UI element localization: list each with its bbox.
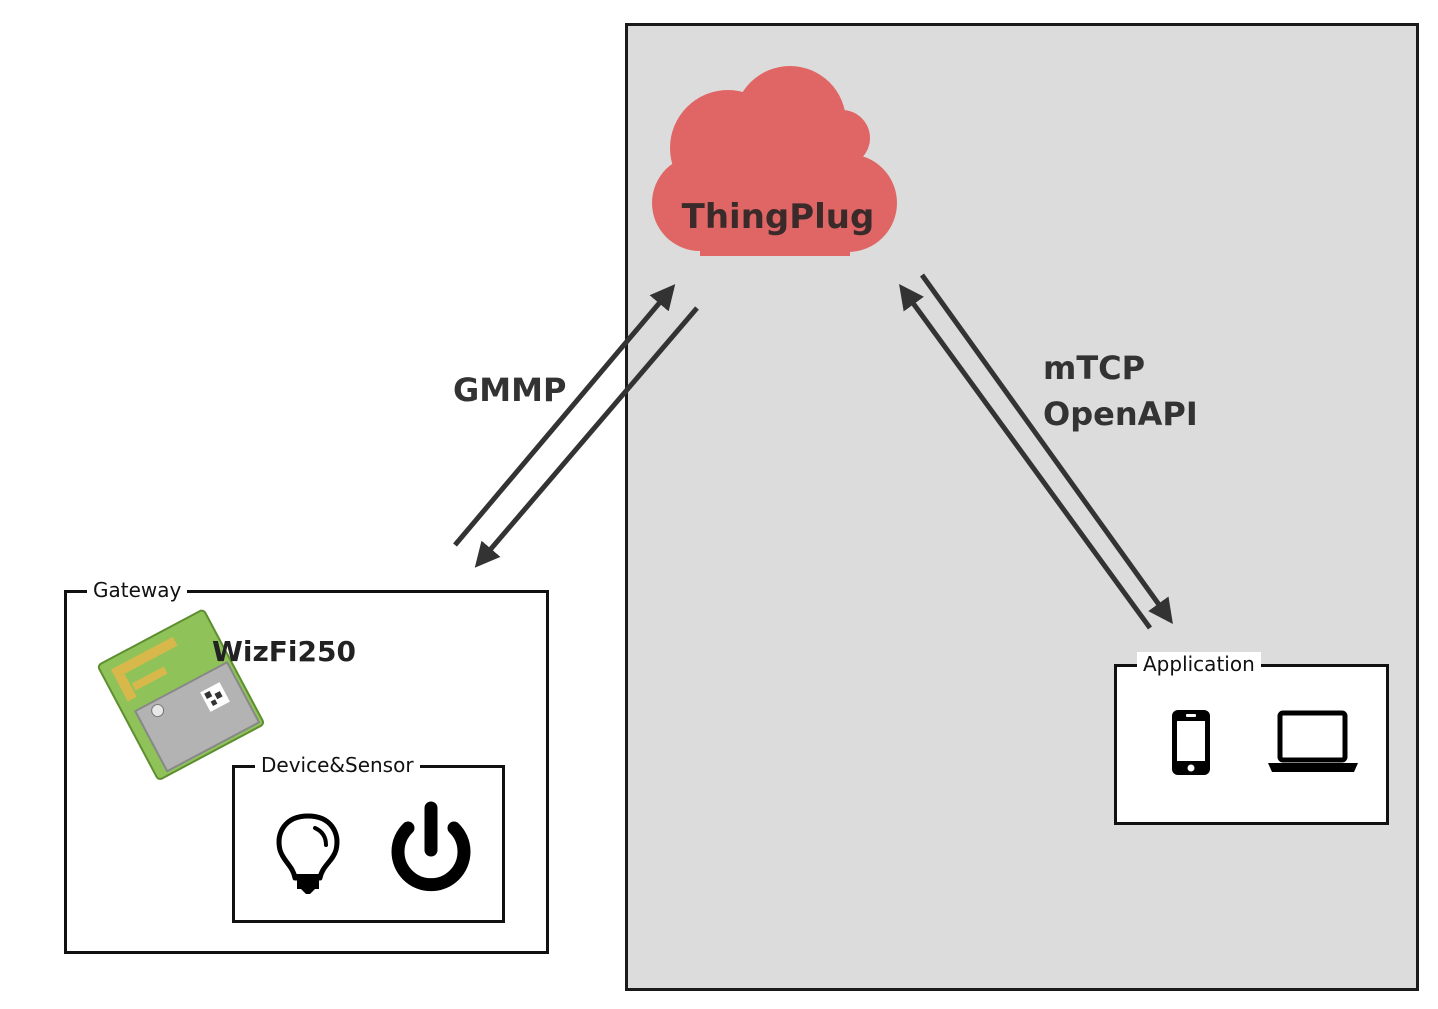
app-to-cloud-arrow — [899, 283, 1153, 630]
cloud-icon — [652, 66, 897, 256]
lightbulb-icon — [276, 813, 340, 894]
gmmp-label: GMMP — [453, 371, 567, 409]
application-label: Application — [1137, 652, 1261, 676]
cloud-to-app-arrow — [919, 273, 1173, 625]
gateway-to-cloud-arrow — [453, 284, 676, 547]
smartphone-icon — [1172, 710, 1210, 775]
device-sensor-label: Device&Sensor — [255, 753, 420, 777]
cloud-to-gateway-arrow — [474, 306, 699, 568]
openapi-label: OpenAPI — [1043, 395, 1198, 433]
gateway-label: Gateway — [87, 578, 188, 602]
mtcp-label: mTCP — [1043, 349, 1146, 387]
laptop-icon — [1268, 710, 1358, 772]
cloud-label: ThingPlug — [682, 197, 875, 237]
power-icon — [391, 801, 471, 892]
wizfi250-label: WizFi250 — [212, 635, 356, 668]
